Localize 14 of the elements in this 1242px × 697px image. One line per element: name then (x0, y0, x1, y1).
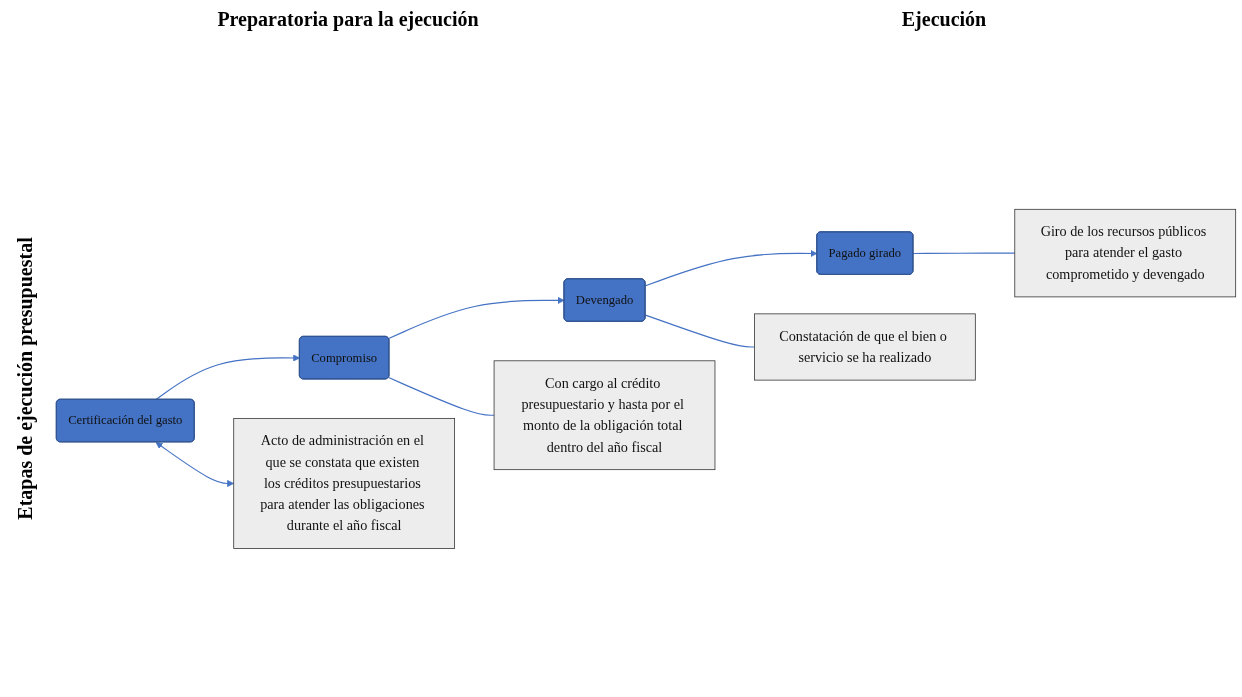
arrow (644, 249, 818, 286)
arrow (155, 441, 234, 487)
axis-label: Etapas de ejecución presupuestal (13, 237, 37, 520)
arrow (388, 296, 565, 339)
node-box: Constatación de que el bien o servicio se ha realizado (754, 313, 976, 381)
stage-heading: Ejecución (900, 7, 988, 33)
node-box: Acto de administración en el que se constata que existen los créditos presupuestarios para atender las obligaciones durante el año fiscal (233, 417, 455, 549)
stage-heading: Preparatoria para la ejecución (216, 7, 480, 33)
connector (912, 252, 1016, 254)
connector (388, 376, 495, 416)
arrow (155, 354, 301, 400)
node-box: Giro de los recursos públicos para atender el gasto comprometido y devengado (1014, 208, 1237, 297)
node-box: Con cargo al crédito presupuestario y hasta por el monto de la obligación total dentro del año fiscal (493, 359, 716, 470)
connector (644, 314, 755, 348)
